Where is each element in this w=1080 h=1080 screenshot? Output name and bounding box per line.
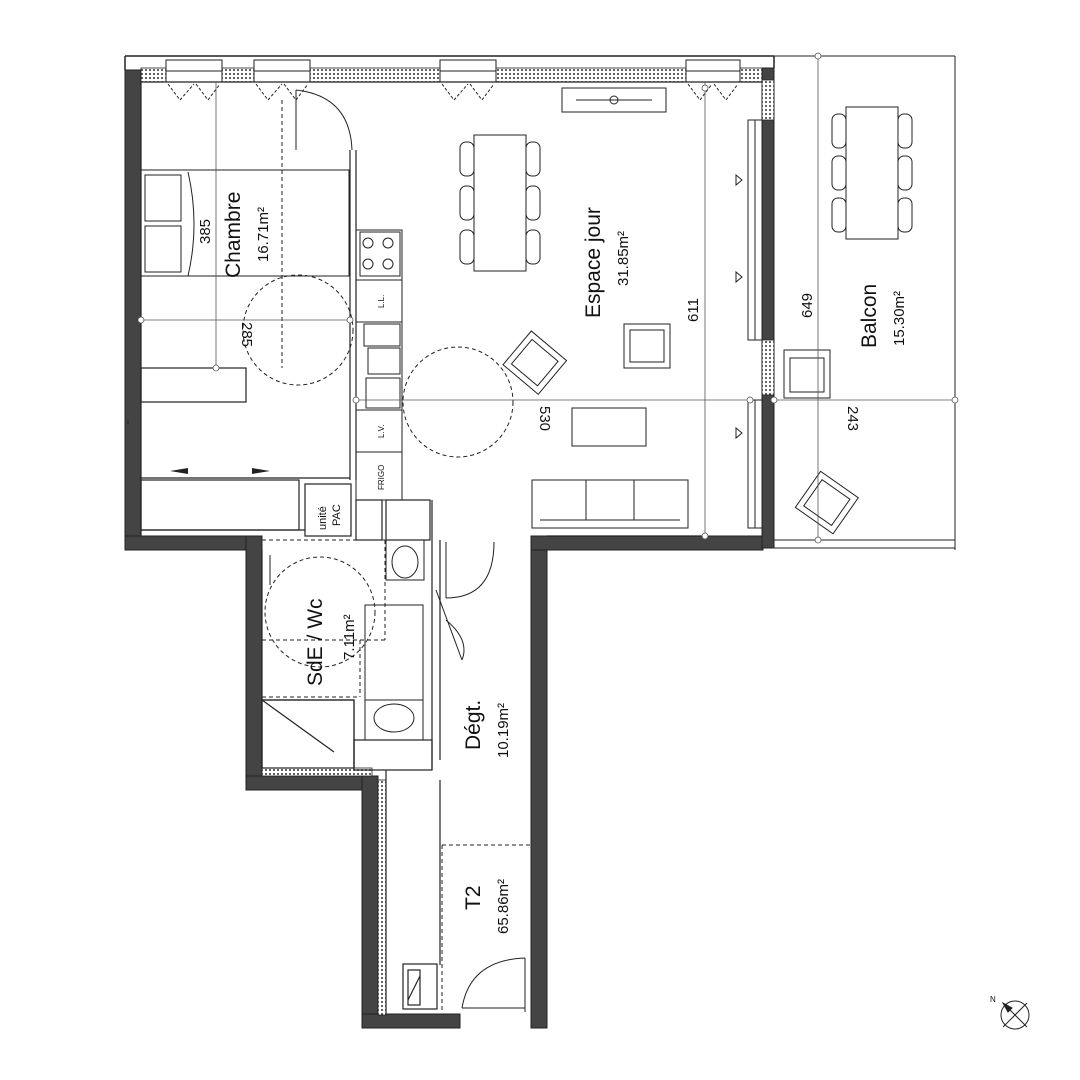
balcon-name: Balcon	[858, 284, 881, 348]
living-turn-dim: 530	[536, 406, 553, 431]
degt-name: Dégt.	[462, 700, 485, 750]
kitchen-counter	[355, 229, 403, 501]
sde-wc-name: SdE / Wc	[304, 598, 327, 686]
north-label: N	[990, 995, 996, 1004]
ll-label: L.L.	[377, 295, 386, 308]
living-height-dim: 611	[685, 298, 702, 322]
facade-lines	[124, 55, 775, 70]
windows	[165, 59, 763, 529]
doors	[269, 89, 526, 1012]
balcony	[774, 55, 956, 550]
unit-label: T2	[462, 885, 485, 910]
balcon-height-dim: 649	[799, 293, 816, 318]
living-furniture	[459, 87, 689, 529]
glazing-arrows	[735, 173, 743, 440]
wardrobe-arrows	[170, 468, 270, 474]
chambre-turn-dim: 285	[238, 322, 255, 347]
espace-jour-name: Espace jour	[582, 207, 605, 318]
espace-jour-area: 31.85m²	[615, 231, 632, 286]
frigo-label: FRIGO	[377, 465, 386, 490]
turning-circles	[242, 100, 532, 1010]
balcon-width-dim: 243	[844, 406, 861, 431]
unite-pac-label-1: unité	[317, 506, 329, 530]
bed	[140, 169, 350, 277]
unite-pac-label-2: PAC	[331, 504, 343, 526]
balcon-area: 15.30m²	[891, 291, 908, 346]
sde-wc-area: 7.11m²	[341, 614, 358, 660]
lv-label: L.V.	[377, 425, 386, 439]
chambre-area: 16.71m²	[255, 207, 272, 262]
degt-area: 10.19m²	[495, 703, 512, 758]
unit-area: 65.86m²	[495, 879, 512, 934]
chambre-width-dim: 385	[197, 219, 214, 244]
north-compass-icon	[1000, 1000, 1030, 1030]
bathroom-fixtures	[364, 539, 425, 741]
dimension-lines	[127, 52, 959, 544]
exterior-walls	[124, 67, 775, 1029]
chambre-name: Chambre	[222, 192, 245, 278]
